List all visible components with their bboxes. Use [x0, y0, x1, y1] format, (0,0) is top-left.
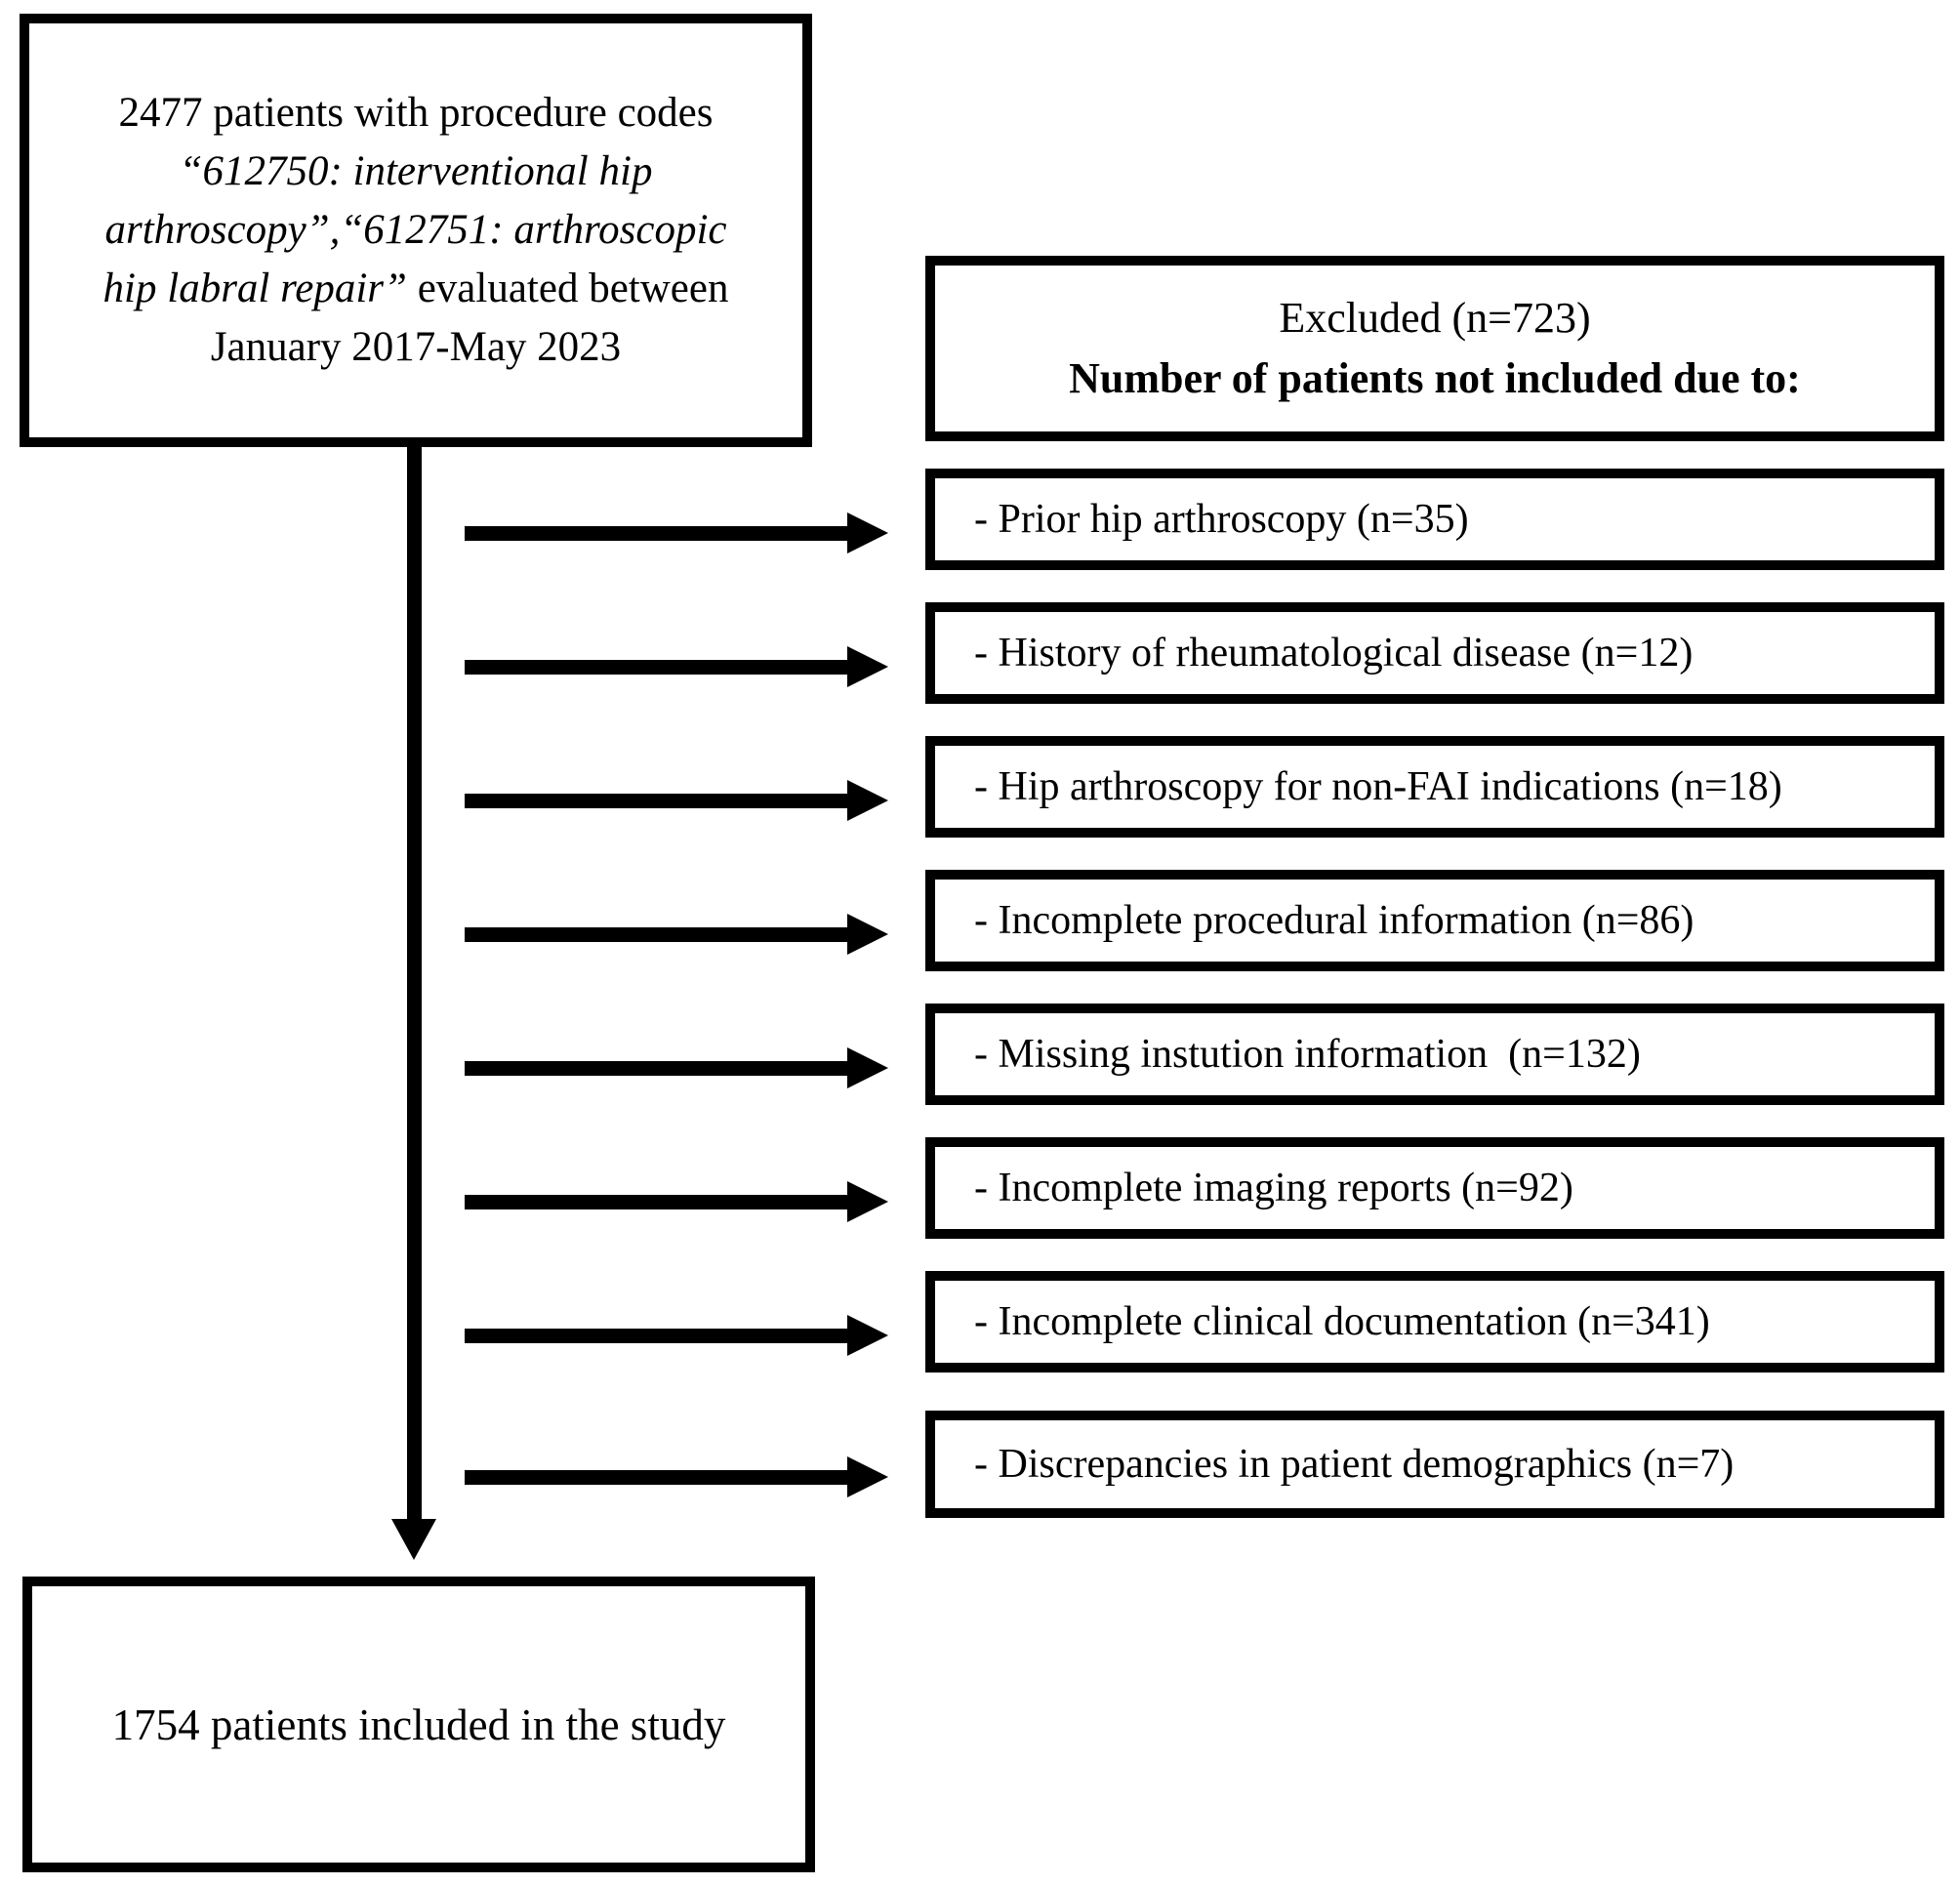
exclusion-box-non-fai-indications: - Hip arthroscopy for non-FAI indication…	[925, 736, 1944, 838]
start-box-line-4-normal: evaluated between	[406, 266, 729, 311]
exclusion-box-incomplete-imaging-reports: - Incomplete imaging reports (n=92)	[925, 1137, 1944, 1239]
exclusion-arrow-2	[465, 646, 888, 687]
exclusion-arrow-4	[465, 914, 888, 955]
exclusion-arrow-7	[465, 1315, 888, 1356]
start-box-line-4-italic: hip labral repair”	[102, 266, 407, 311]
exclusion-arrow-1	[465, 512, 888, 553]
down-arrowhead-icon	[391, 1519, 436, 1560]
start-box-line-3: arthroscopy”,“612751: arthroscopic	[104, 207, 727, 253]
included-box-label: 1754 patients included in the study	[111, 1700, 726, 1749]
exclusion-box-missing-institution-info: - Missing instution information (n=132)	[925, 1004, 1944, 1105]
start-box-text: 2477 patients with procedure codes “6127…	[103, 84, 729, 377]
exclusion-arrow-6	[465, 1181, 888, 1222]
exclusion-label: - Incomplete procedural information (n=8…	[974, 898, 1695, 943]
exclusion-label: - Hip arthroscopy for non-FAI indication…	[974, 764, 1782, 809]
exclusion-box-incomplete-procedural-info: - Incomplete procedural information (n=8…	[925, 870, 1944, 971]
exclusion-label: - Incomplete clinical documentation (n=3…	[974, 1299, 1710, 1344]
exclusion-label: - History of rheumatological disease (n=…	[974, 631, 1694, 676]
excluded-title: Excluded (n=723)	[1279, 294, 1591, 342]
exclusion-label: - Prior hip arthroscopy (n=35)	[974, 497, 1469, 542]
excluded-header-box: Excluded (n=723) Number of patients not …	[925, 256, 1944, 441]
start-box-line-2: “612750: interventional hip	[179, 148, 653, 194]
exclusion-label: - Missing instution information (n=132)	[974, 1032, 1641, 1077]
exclusion-arrow-3	[465, 780, 888, 821]
exclusion-arrow-5	[465, 1047, 888, 1088]
exclusion-label: - Discrepancies in patient demographics …	[974, 1442, 1735, 1487]
excluded-subtitle: Number of patients not included due to:	[1069, 354, 1801, 402]
main-flow-line	[407, 445, 422, 1521]
exclusion-box-rheumatological-disease: - History of rheumatological disease (n=…	[925, 602, 1944, 704]
start-box-line-4: hip labral repair” evaluated between	[103, 260, 729, 318]
exclusion-box-demographic-discrepancies: - Discrepancies in patient demographics …	[925, 1411, 1944, 1518]
start-box-line-1: 2477 patients with procedure codes	[118, 90, 714, 136]
included-box: 1754 patients included in the study	[22, 1577, 815, 1872]
exclusion-arrow-8	[465, 1456, 888, 1497]
start-box: 2477 patients with procedure codes “6127…	[20, 14, 812, 447]
exclusion-box-prior-arthroscopy: - Prior hip arthroscopy (n=35)	[925, 469, 1944, 570]
exclusion-label: - Incomplete imaging reports (n=92)	[974, 1166, 1573, 1210]
start-box-line-5: January 2017-May 2023	[210, 324, 622, 370]
exclusion-box-incomplete-clinical-documentation: - Incomplete clinical documentation (n=3…	[925, 1271, 1944, 1373]
